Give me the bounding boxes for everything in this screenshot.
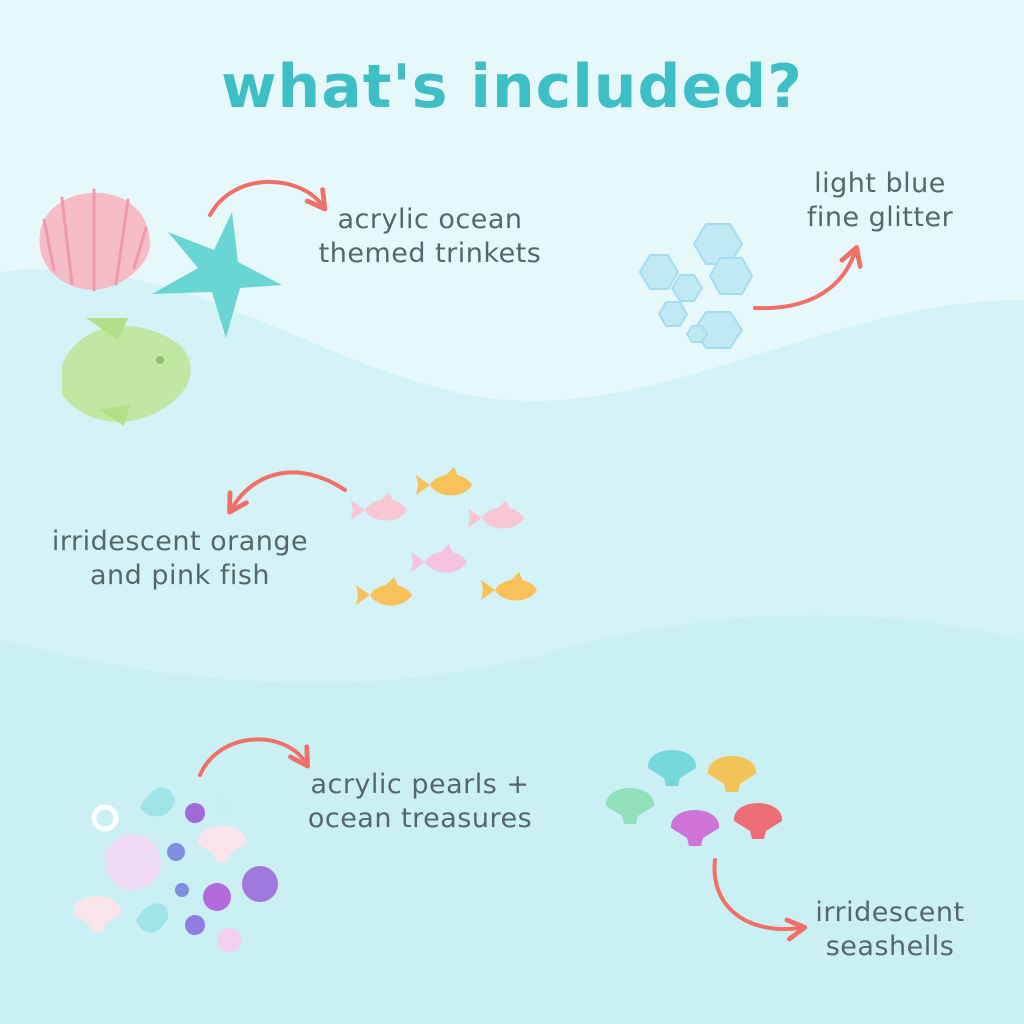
label-seashells: irridescent seashells [800,896,980,964]
arrow-trinkets [208,179,328,217]
label-fish-line2: and pink fish [89,560,271,591]
label-glitter-line2: fine glitter [806,202,954,233]
label-seashells-line2: seashells [825,931,955,962]
label-seashells-line1: irridescent [815,897,965,928]
label-pearls-line1: acrylic pearls + [310,769,530,800]
fish-school-icon [351,467,537,606]
arrow-pearls [198,737,310,777]
page-title: what's included? [221,52,803,122]
teal-starfish-icon [152,212,282,338]
arrow-glitter [753,245,863,311]
label-fish: irridescent orange and pink fish [40,525,320,593]
label-trinkets-line2: themed trinkets [318,238,542,269]
arrow-seashells [712,858,808,942]
label-pearls-line2: ocean treasures [307,803,533,834]
label-pearls: acrylic pearls + ocean treasures [295,768,545,836]
arrow-fish [227,470,347,515]
shell-starfish-fish-trinkets-icon [39,188,282,426]
label-glitter: light blue fine glitter [780,167,980,235]
green-angelfish-icon [62,318,191,426]
label-fish-line1: irridescent orange [51,526,309,557]
pearls-treasures-icon [72,787,278,952]
hexagon-glitter-icon [638,223,754,349]
rainbow-seashells-icon [605,750,783,846]
label-trinkets-line1: acrylic ocean [337,204,523,235]
label-trinkets: acrylic ocean themed trinkets [300,203,560,271]
label-glitter-line1: light blue [814,168,946,199]
pink-scallop-shell-icon [39,188,150,292]
